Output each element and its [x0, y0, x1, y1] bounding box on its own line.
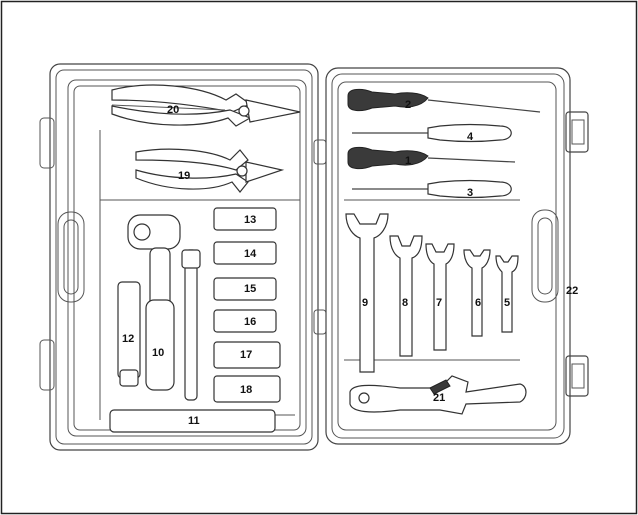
label-13: 13 [244, 214, 256, 226]
label-2: 2 [405, 99, 411, 111]
wrench-5 [495, 255, 519, 333]
screwdriver-3 [352, 179, 512, 199]
label-3: 3 [467, 187, 473, 199]
extension-bar-11 [109, 249, 276, 433]
screwdriver-1 [347, 146, 516, 170]
label-4: 4 [467, 131, 474, 143]
knife-21 [349, 375, 527, 415]
screwdriver-4 [352, 123, 512, 143]
label-10: 10 [152, 347, 164, 359]
wrench-6 [463, 249, 491, 337]
label-22: 22 [566, 285, 578, 297]
label-20: 20 [167, 104, 179, 116]
label-8: 8 [402, 297, 408, 309]
label-12: 12 [122, 333, 134, 345]
label-16: 16 [244, 316, 256, 328]
wrench-8 [389, 235, 423, 357]
label-17: 17 [240, 349, 252, 361]
label-9: 9 [362, 297, 368, 309]
label-11: 11 [188, 415, 200, 427]
pliers-19 [135, 148, 285, 193]
screwdriver-2 [347, 88, 541, 113]
ratchet-10 [127, 214, 181, 391]
label-15: 15 [244, 283, 256, 295]
adaptor-12 [117, 281, 141, 387]
label-19: 19 [178, 170, 190, 182]
label-1: 1 [405, 155, 411, 167]
right-case-half [325, 67, 589, 445]
label-6: 6 [475, 297, 481, 309]
sockets-13-18 [213, 207, 281, 403]
label-14: 14 [244, 248, 257, 260]
label-5: 5 [504, 297, 510, 309]
pliers-20 [111, 84, 301, 127]
label-21: 21 [433, 392, 445, 404]
wrench-7 [425, 243, 455, 351]
label-18: 18 [240, 384, 252, 396]
wrench-9 [345, 213, 389, 373]
label-7: 7 [436, 297, 442, 309]
